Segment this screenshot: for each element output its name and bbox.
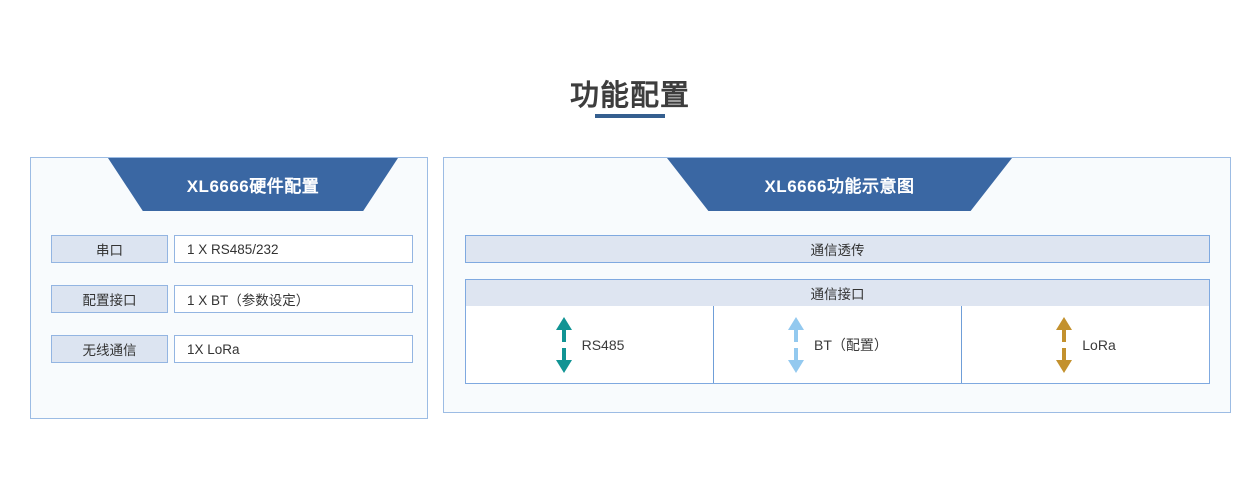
interface-column-rs485: RS485	[466, 306, 714, 383]
interface-columns: RS485 BT（配置） LoRa	[465, 306, 1210, 384]
spec-label: 配置接口	[51, 285, 168, 313]
function-diagram-banner: XL6666功能示意图	[667, 158, 1012, 211]
bidirectional-arrow-icon	[1055, 316, 1073, 373]
interface-label: RS485	[581, 336, 625, 353]
interface-column-lora: LoRa	[962, 306, 1209, 383]
function-diagram-panel: XL6666功能示意图 通信透传 通信接口 RS485	[443, 157, 1231, 413]
spec-value: 1 X RS485/232	[174, 235, 413, 263]
interface-label: BT（配置）	[814, 336, 888, 353]
spec-label: 串口	[51, 235, 168, 263]
title-underline	[595, 114, 665, 118]
hardware-config-panel: XL6666硬件配置 串口 1 X RS485/232 配置接口 1 X BT（…	[30, 157, 428, 419]
bidirectional-arrow-icon	[555, 316, 573, 373]
hardware-config-banner: XL6666硬件配置	[108, 158, 398, 211]
bar-communication-interface: 通信接口	[465, 279, 1210, 307]
spec-value: 1 X BT（参数设定）	[174, 285, 413, 313]
spec-row: 无线通信 1X LoRa	[51, 335, 413, 363]
spec-row: 串口 1 X RS485/232	[51, 235, 413, 263]
bidirectional-arrow-icon	[787, 316, 805, 373]
page-title: 功能配置	[569, 80, 690, 112]
interface-column-bt: BT（配置）	[714, 306, 962, 383]
interface-label: LoRa	[1082, 336, 1116, 353]
spec-value: 1X LoRa	[174, 335, 413, 363]
spec-label: 无线通信	[51, 335, 168, 363]
spec-row: 配置接口 1 X BT（参数设定）	[51, 285, 413, 313]
bar-transparent-transmission: 通信透传	[465, 235, 1210, 263]
